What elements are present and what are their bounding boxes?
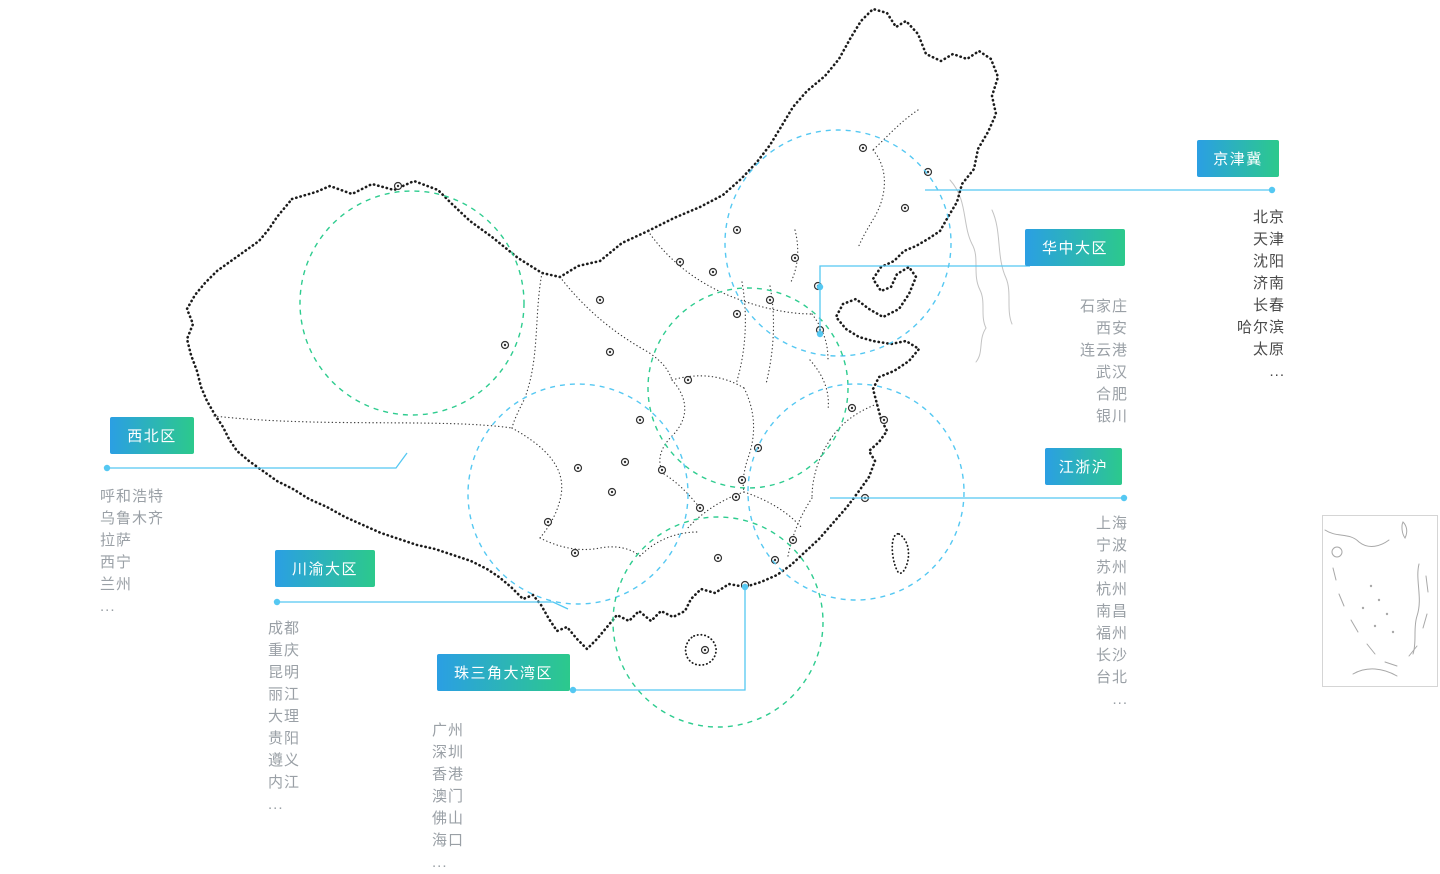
city-name: 拉萨	[100, 532, 133, 549]
islands	[684, 532, 910, 666]
national-boundary	[185, 7, 1000, 651]
connector-huazhong	[819, 265, 1030, 334]
city-name: 遵义	[268, 752, 301, 769]
city-name: 广州	[432, 722, 465, 739]
region-label-jiangzhehu[interactable]: 江浙沪	[1045, 448, 1122, 485]
connector-xibei	[107, 452, 408, 469]
city-name: 香港	[432, 766, 465, 783]
city-name: 西安	[1095, 320, 1128, 337]
city-name: 乌鲁木齐	[100, 510, 165, 527]
city-name: 台北	[1095, 669, 1128, 686]
city-name: 武汉	[1095, 364, 1128, 381]
city-name: 佛山	[432, 810, 465, 827]
city-name: 呼和浩特	[100, 488, 165, 505]
city-name: 澳门	[432, 788, 465, 805]
region-circle-zhusanjiao	[612, 516, 824, 728]
more-ellipsis: ...	[100, 598, 116, 615]
city-list-xibei: 呼和浩特乌鲁木齐拉萨西宁兰州 ...	[100, 486, 164, 618]
more-ellipsis: ...	[268, 796, 284, 813]
city-name: 西宁	[100, 554, 133, 571]
region-circle-xibei	[299, 190, 525, 416]
region-label-huazhong[interactable]: 华中大区	[1025, 229, 1125, 266]
region-circle-jiangzhehu	[747, 383, 965, 601]
city-name: 合肥	[1095, 386, 1128, 403]
city-name: 兰州	[100, 576, 133, 593]
city-name: 贵阳	[268, 730, 301, 747]
city-name: 哈尔滨	[1236, 319, 1285, 336]
city-markers	[393, 143, 933, 655]
city-name: 南昌	[1095, 603, 1128, 620]
city-name: 沈阳	[1252, 253, 1285, 270]
city-list-jingjinji: 北京天津沈阳济南长春哈尔滨太原 ...	[1237, 207, 1285, 383]
city-name: 福州	[1095, 625, 1128, 642]
city-name: 杭州	[1095, 581, 1128, 598]
south-china-sea-inset	[1322, 515, 1438, 687]
more-ellipsis: ...	[432, 854, 448, 871]
region-label-chuanyu[interactable]: 川渝大区	[275, 550, 375, 587]
region-circle-jingjinji	[724, 129, 952, 357]
city-name: 宁波	[1095, 537, 1128, 554]
city-name: 大理	[268, 708, 301, 725]
region-label-jingjinji[interactable]: 京津冀	[1197, 140, 1279, 177]
city-list-jiangzhehu: 上海宁波苏州杭州南昌福州长沙台北 ...	[1096, 513, 1128, 711]
region-circle-huazhong	[647, 287, 849, 489]
city-name: 北京	[1252, 209, 1285, 226]
city-name: 长沙	[1095, 647, 1128, 664]
city-name: 长春	[1252, 297, 1285, 314]
city-name: 连云港	[1079, 342, 1128, 359]
city-name: 石家庄	[1079, 298, 1128, 315]
city-name: 昆明	[268, 664, 301, 681]
city-name: 苏州	[1095, 559, 1128, 576]
city-name: 济南	[1252, 275, 1285, 292]
city-name: 丽江	[268, 686, 301, 703]
city-name: 内江	[268, 774, 301, 791]
region-label-zhusanjiao[interactable]: 珠三角大湾区	[437, 654, 570, 691]
more-ellipsis: ...	[1112, 691, 1128, 708]
region-circle-chuanyu	[467, 383, 689, 605]
city-name: 银川	[1095, 408, 1128, 425]
foreign-coastline	[949, 179, 1013, 363]
connector-chuanyu	[277, 601, 569, 610]
city-name: 太原	[1252, 341, 1285, 358]
hainan-island	[684, 633, 717, 666]
city-list-chuanyu: 成都重庆昆明丽江大理贵阳遵义内江 ...	[268, 618, 300, 816]
more-ellipsis: ...	[1269, 363, 1285, 380]
province-borders	[213, 109, 919, 557]
region-label-xibei[interactable]: 西北区	[110, 417, 194, 454]
city-list-zhusanjiao: 广州深圳香港澳门佛山海口 ...	[432, 720, 464, 874]
connector-zhusanjiao	[573, 587, 746, 691]
city-name: 天津	[1252, 231, 1285, 248]
city-name: 深圳	[432, 744, 465, 761]
city-name: 海口	[432, 832, 465, 849]
city-name: 成都	[268, 620, 301, 637]
city-name: 重庆	[268, 642, 301, 659]
taiwan-island	[891, 532, 910, 575]
region-circles	[299, 129, 965, 728]
city-list-huazhong: 石家庄西安连云港武汉合肥银川	[1080, 296, 1128, 428]
south-china-sea-inset-map	[1324, 521, 1429, 677]
city-name: 上海	[1095, 515, 1128, 532]
connector-lines	[103, 186, 1276, 694]
